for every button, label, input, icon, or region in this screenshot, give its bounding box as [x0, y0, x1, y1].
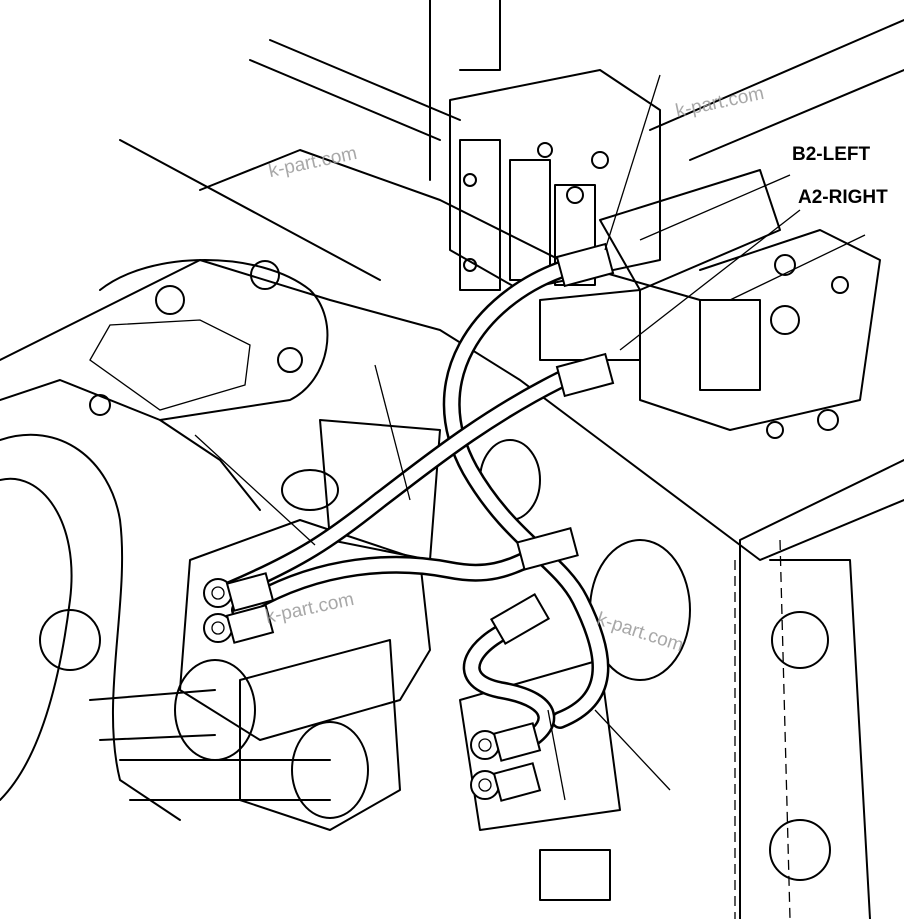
hose-fittings — [203, 242, 615, 802]
port-label-b2-left: B2-LEFT — [790, 144, 873, 166]
leader-lines — [194, 74, 866, 801]
control-valve-assembly — [449, 69, 881, 439]
port-label-a2-right: A2-RIGHT — [796, 187, 890, 209]
hoses — [221, 261, 610, 759]
